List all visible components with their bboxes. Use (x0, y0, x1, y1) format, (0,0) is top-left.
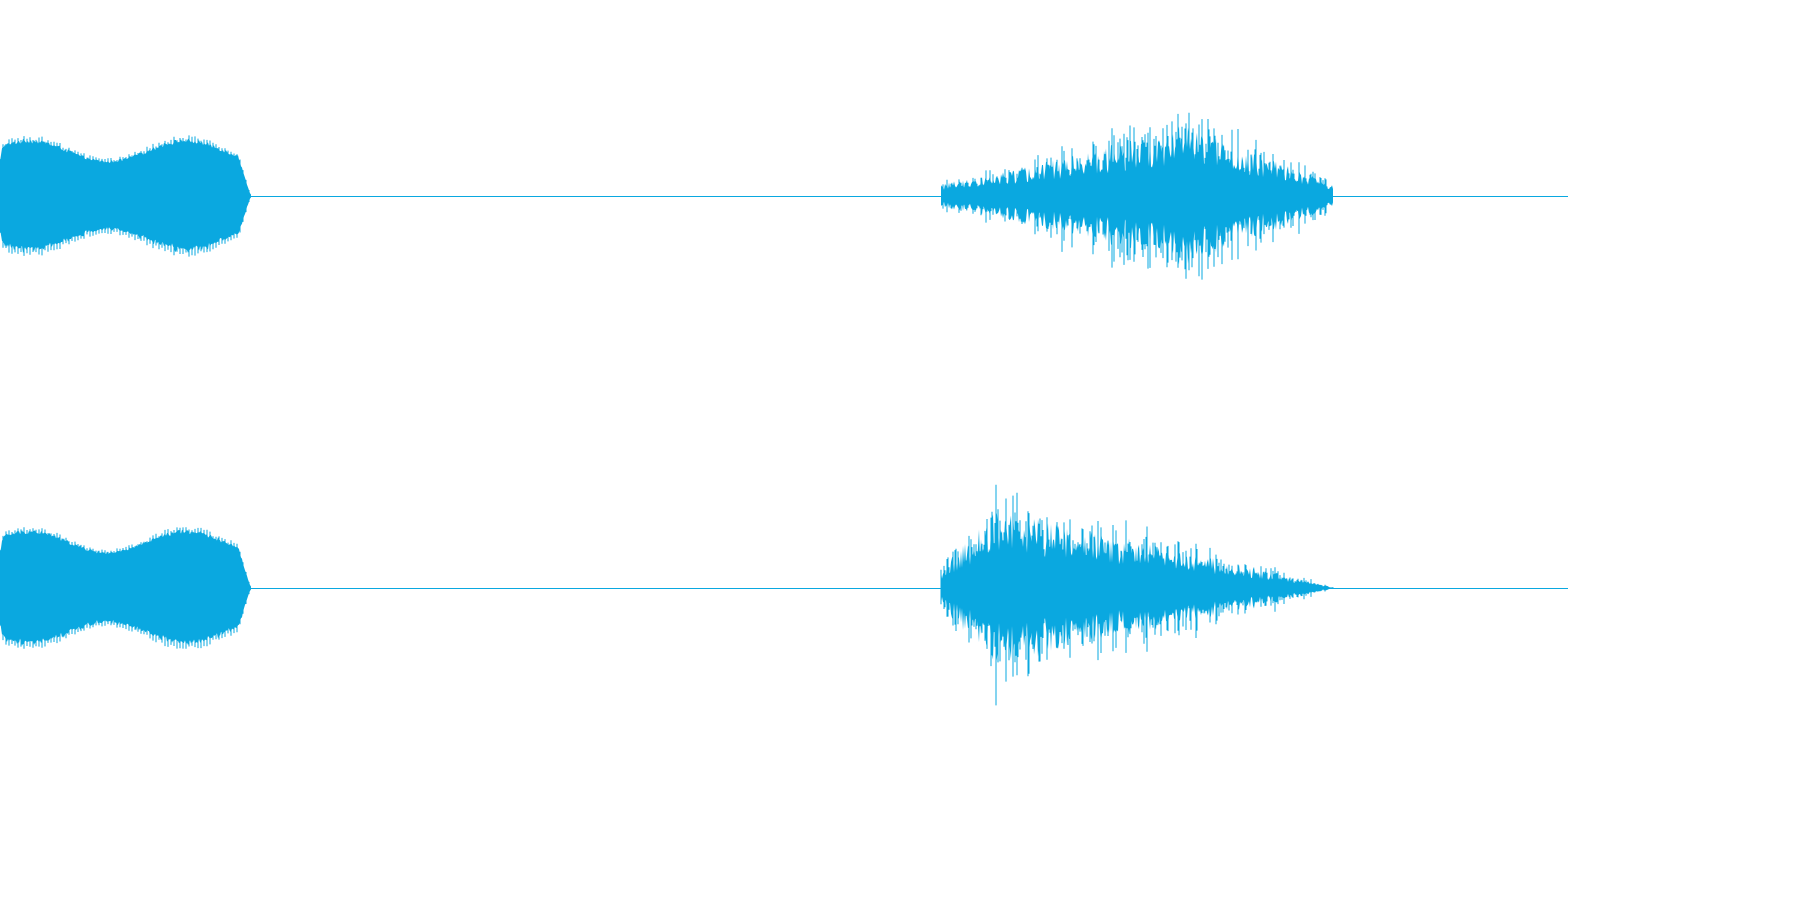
waveform-view[interactable] (0, 0, 1568, 784)
waveform-canvas[interactable] (0, 0, 1568, 784)
channel-1-burst-2-peaks (942, 112, 1328, 280)
waveform-background (0, 0, 1568, 784)
channel-2-burst-2-peaks (940, 484, 1334, 706)
channel-1-burst-1-peaks (0, 135, 250, 257)
channel-1-track[interactable] (0, 112, 1568, 280)
channel-2-burst-1-peaks (0, 527, 250, 649)
channel-2-track[interactable] (0, 484, 1568, 706)
